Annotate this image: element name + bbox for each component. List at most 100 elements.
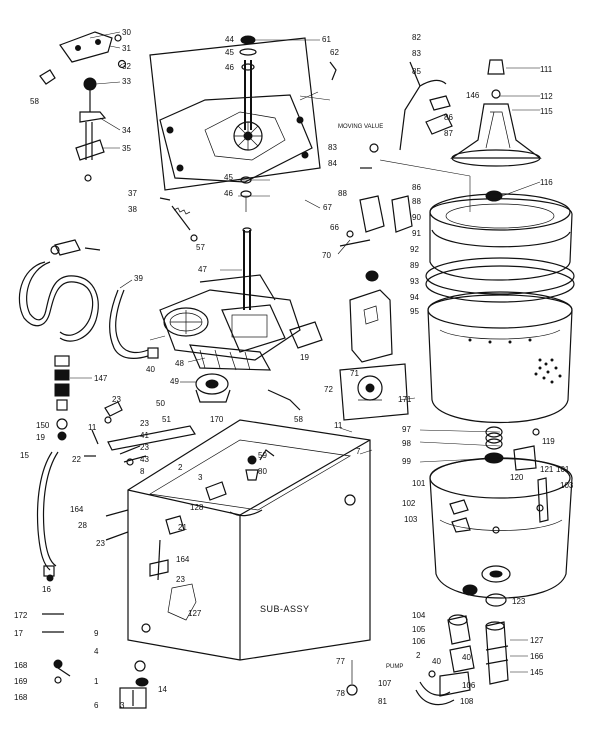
part-label-44: 44 (225, 35, 234, 44)
part-label-32: 32 (122, 62, 131, 71)
part-label-90: 90 (412, 213, 421, 222)
part-label-119: 121 (540, 465, 554, 474)
part-label-83a: 83 (412, 49, 421, 58)
part-label-67: 67 (323, 203, 332, 212)
part-label-146: 147 (94, 374, 108, 383)
part-label-101: 101 (556, 465, 570, 474)
part-label-170: 19 (300, 353, 309, 362)
part-label-82: 82 (412, 33, 421, 42)
part-label-34: 34 (122, 126, 131, 135)
part-label-77: 77 (336, 657, 345, 666)
part-label-70: 70 (322, 251, 331, 260)
part-label-171: 171 (398, 395, 412, 404)
part-label-88a: 88 (338, 189, 347, 198)
part-label-61: 61 (322, 35, 331, 44)
part-label-50: 50 (156, 399, 165, 408)
part-label-71: 71 (350, 369, 359, 378)
part-label-28: 4 (94, 647, 99, 656)
part-label-2b: 2 (416, 651, 421, 660)
part-label-128: 128 (190, 503, 204, 512)
part-label-27: 3 (120, 701, 125, 710)
part-label-101b: 101 (412, 479, 426, 488)
part-label-81: 81 (378, 697, 387, 706)
outer-tub (429, 457, 573, 607)
part-label-62: 62 (330, 48, 339, 57)
drain-hose (36, 451, 59, 582)
part-label-94: 94 (410, 293, 419, 302)
part-label-121: 127 (530, 636, 544, 645)
part-label-110: 111 (540, 65, 553, 74)
part-label-11: 11 (88, 423, 97, 432)
part-label-84: 84 (328, 159, 337, 168)
leveling-feet (105, 509, 358, 709)
part-label-41: 41 (140, 431, 149, 440)
part-label-83b: 83 (328, 143, 337, 152)
part-label-45b: 45 (224, 173, 233, 182)
part-label-19: 19 (36, 433, 45, 442)
part-label-97: 97 (402, 425, 411, 434)
part-label-103: 103 (560, 481, 574, 490)
part-label-5: 7 (356, 447, 361, 456)
part-label-49: 49 (170, 377, 179, 386)
part-label-168a: 168 (14, 661, 28, 670)
part-label-164: 170 (210, 415, 224, 424)
transmission-assembly (159, 227, 301, 403)
part-label-99: 99 (402, 457, 411, 466)
part-label-47: 47 (198, 265, 207, 274)
part-label-43: 43 (140, 455, 149, 464)
part-label-103b: 103 (404, 515, 418, 524)
part-label-23c: 23 (176, 575, 185, 584)
part-label-30: 30 (122, 28, 131, 37)
top-left-bracket-group (39, 31, 127, 182)
part-label-9: 11 (334, 421, 343, 430)
part-label-85: 85 (412, 67, 421, 76)
part-label-166: 17 (14, 629, 23, 638)
part-label-17: 15 (20, 451, 29, 460)
part-label-2: 2 (178, 463, 183, 472)
part-label-106: 106 (412, 637, 426, 646)
part-label-89: 89 (410, 261, 419, 270)
part-label-80: 80 (258, 467, 267, 476)
part-label-3: 3 (198, 473, 203, 482)
part-label-72: 72 (324, 385, 333, 394)
agitator (450, 59, 542, 202)
part-label-48: 48 (175, 359, 184, 368)
part-label-23d: 23 (96, 539, 105, 548)
mount-plate (149, 35, 321, 212)
part-label-117: 120 (510, 473, 524, 482)
part-label-78: 78 (336, 689, 345, 698)
part-label-105: 105 (412, 625, 426, 634)
part-label-127: 127 (188, 609, 202, 618)
part-label-46: 46 (225, 63, 234, 72)
part-label-172: 14 (158, 685, 167, 694)
part-label-58: 58 (294, 415, 303, 424)
spring-link (159, 61, 337, 242)
part-label-86a: 86 (444, 113, 453, 122)
part-label-88b: 88 (412, 197, 421, 206)
part-label-45: 45 (225, 48, 234, 57)
part-label-127b: 166 (530, 652, 544, 661)
part-label-169: 169 (14, 677, 28, 686)
part-label-92: 92 (410, 245, 419, 254)
tub-ring (425, 193, 575, 303)
pump-assembly (415, 614, 528, 706)
assembly-label: SUB-ASSY (260, 604, 310, 614)
part-label-108: 108 (460, 697, 474, 706)
part-label-38: 38 (128, 205, 137, 214)
part-label-40c: 40 (462, 653, 471, 662)
part-label-104: 104 (412, 611, 426, 620)
part-label-106b: 106 (462, 681, 476, 690)
part-label-145: 146 (466, 91, 480, 100)
part-label-107: 107 (378, 679, 392, 688)
part-label-20: 28 (78, 521, 87, 530)
part-label-98: 98 (402, 439, 411, 448)
center-right-parts (339, 61, 453, 421)
part-label-164b: 164 (70, 505, 84, 514)
bracket-170 (267, 321, 323, 411)
part-label-58-left: 58 (30, 97, 39, 106)
part-label-120: 123 (512, 597, 526, 606)
part-label-21: 21 (178, 523, 187, 532)
part-label-40: 40 (146, 365, 155, 374)
part-label-116: 119 (542, 437, 555, 446)
